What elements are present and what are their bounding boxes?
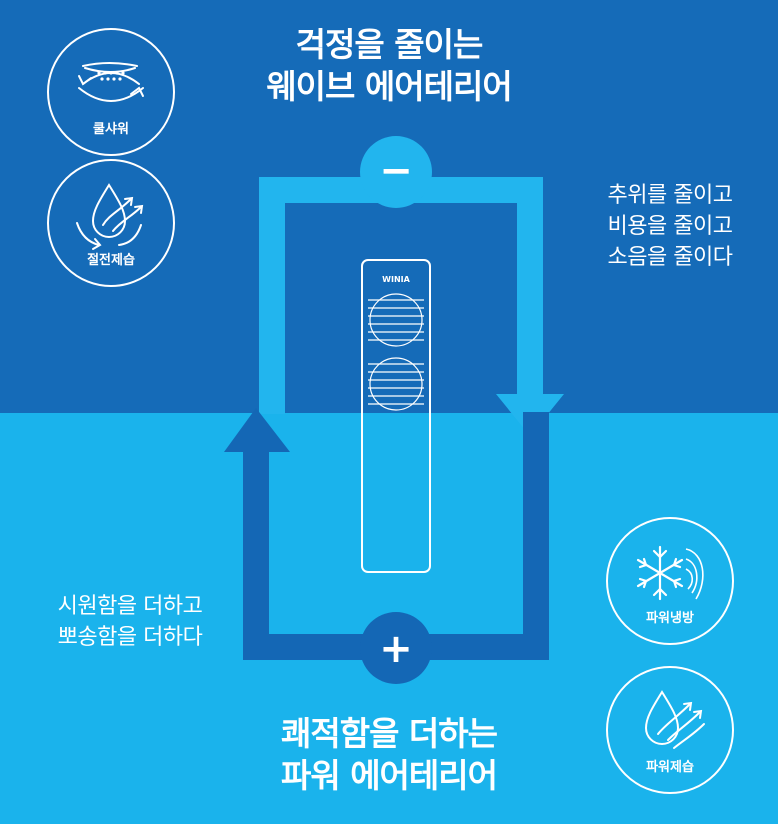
power-dehumid-label: 파워제습 bbox=[646, 760, 694, 775]
power-cooling-badge: 파워냉방 bbox=[606, 517, 734, 645]
air-conditioner-illustration: WINIA bbox=[361, 259, 431, 573]
bottom-caption-line-2: 뽀송함을 더하다 bbox=[57, 625, 203, 650]
cool-shower-label: 쿨샤워 bbox=[93, 122, 129, 137]
brand-logo: WINIA bbox=[382, 275, 410, 284]
top-caption-line-1: 추위를 줄이고 bbox=[607, 183, 733, 208]
power-dehumid-badge: 파워제습 bbox=[606, 666, 734, 794]
fan-grille-top bbox=[368, 293, 424, 347]
cool-shower-badge: 쿨샤워 bbox=[47, 28, 175, 156]
energy-dehumid-icon bbox=[76, 183, 144, 250]
plus-symbol: + bbox=[379, 626, 413, 672]
plus-circle: + bbox=[360, 612, 432, 684]
top-caption-line-2: 비용을 줄이고 bbox=[607, 214, 733, 239]
up-arrow-icon bbox=[224, 408, 290, 452]
power-dehumid-icon bbox=[644, 690, 705, 749]
bottom-headline-line-2: 파워 에어테리어 bbox=[280, 756, 498, 795]
bottom-caption-line-1: 시원함을 더하고 bbox=[57, 594, 203, 619]
energy-dehumid-badge: 절전제습 bbox=[47, 159, 175, 287]
top-headline-line-2: 웨이브 에어테리어 bbox=[266, 67, 512, 106]
top-caption: 추위를 줄이고 비용을 줄이고 소음을 줄이다 bbox=[570, 180, 770, 273]
dark-cycle-loop bbox=[243, 412, 549, 660]
bottom-headline: 쾌적함을 더하는 파워 에어테리어 bbox=[189, 713, 589, 797]
bottom-caption: 시원함을 더하고 뽀송함을 더하다 bbox=[20, 591, 240, 653]
minus-circle: − bbox=[360, 136, 432, 208]
top-headline-line-1: 걱정을 줄이는 bbox=[295, 25, 484, 64]
energy-dehumid-label: 절전제습 bbox=[87, 253, 135, 268]
minus-symbol: − bbox=[379, 148, 413, 194]
bottom-headline-line-1: 쾌적함을 더하는 bbox=[280, 714, 498, 753]
top-caption-line-3: 소음을 줄이다 bbox=[607, 245, 733, 270]
power-cooling-label: 파워냉방 bbox=[646, 611, 694, 626]
snowflake-icon bbox=[636, 545, 704, 601]
top-headline: 걱정을 줄이는 웨이브 에어테리어 bbox=[189, 24, 589, 108]
fan-grille-bottom bbox=[368, 357, 424, 411]
cool-shower-icon bbox=[78, 62, 144, 102]
